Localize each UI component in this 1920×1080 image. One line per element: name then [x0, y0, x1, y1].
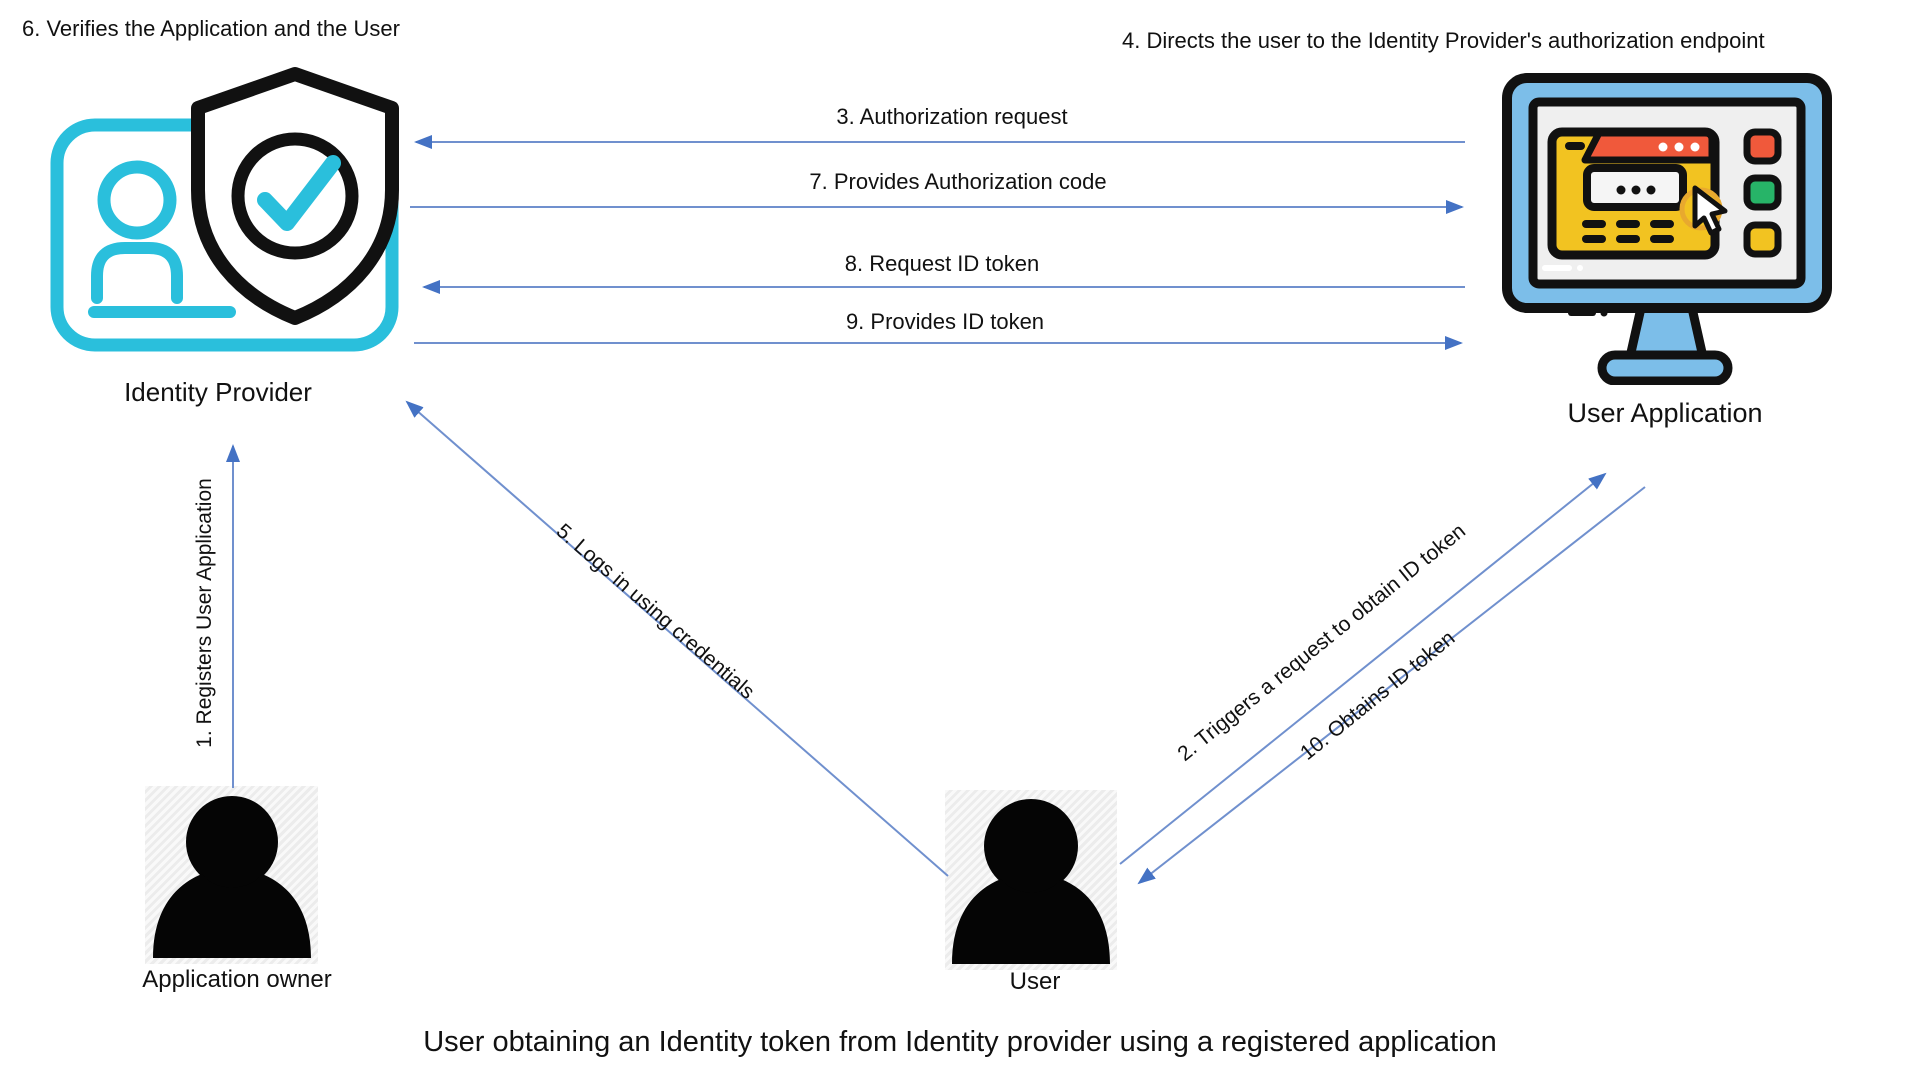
shield-check-icon — [191, 67, 399, 325]
flow-label-authorization-request: 3. Authorization request — [836, 104, 1068, 129]
flow-label-logs-in-using-credentials: 5. Logs in using credentials — [551, 519, 759, 704]
application-owner-label: Application owner — [142, 966, 332, 993]
browser-titlebar — [1581, 129, 1716, 164]
flow-label-provides-id-token: 9. Provides ID token — [845, 309, 1045, 334]
application-owner-icon — [145, 786, 318, 964]
flow-label-registers-user-application: 1. Registers User Application — [193, 478, 216, 748]
user-application-label: User Application — [1567, 398, 1763, 428]
monitor-stand — [1625, 303, 1708, 362]
identity-provider-label: Identity Provider — [124, 377, 312, 407]
identity-provider-icon — [50, 67, 399, 352]
monitor-base — [1597, 350, 1733, 385]
cursor-icon — [1679, 185, 1728, 236]
user-application-icon — [1502, 73, 1832, 385]
user-label: User — [1009, 968, 1061, 995]
browser-window-icon — [1547, 127, 1720, 260]
flow-label-provides-authorization-code: 7. Provides Authorization code — [809, 169, 1107, 194]
arrow-triggers-request — [1119, 472, 1607, 865]
directs-annotation: 4. Directs the user to the Identity Prov… — [1122, 28, 1765, 53]
user-icon — [945, 790, 1117, 970]
person-silhouette-icon — [952, 799, 1110, 964]
flow-label-request-id-token: 8. Request ID token — [844, 251, 1040, 276]
person-silhouette-icon — [153, 796, 311, 958]
sidebar-buttons-icon — [1743, 128, 1782, 258]
verifies-annotation: 6. Verifies the Application and the User — [22, 16, 400, 41]
diagram-caption: User obtaining an Identity token from Id… — [423, 1026, 1497, 1058]
